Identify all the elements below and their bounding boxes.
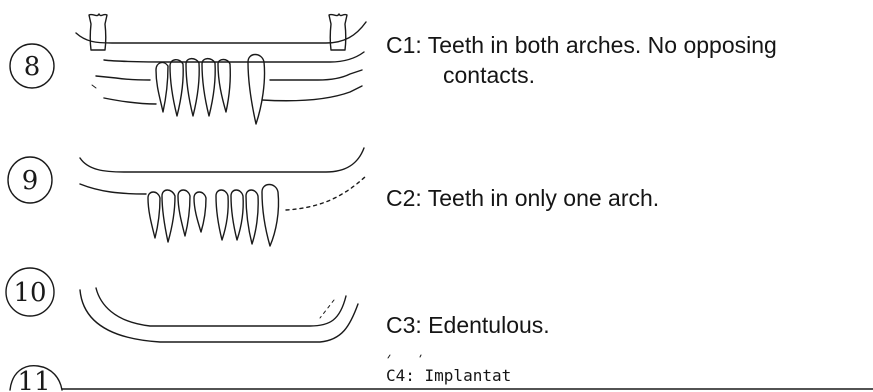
row-10-number: 10: [13, 278, 46, 308]
row-11-caption: C4: Implantat: [386, 366, 866, 386]
row-9-number-circle: 9: [8, 157, 52, 203]
row-9-arch-sketch: [80, 148, 366, 246]
row-8-number: 8: [24, 52, 41, 82]
row-11-caption-line-1: C4: Implantat: [386, 366, 511, 385]
row-8-group: 8: [10, 14, 366, 124]
row-8-caption: C1: Teeth in both arches. No opposing co…: [386, 30, 866, 90]
row-10-number-circle: 10: [6, 268, 54, 316]
row-8-arch-sketch: [76, 14, 366, 124]
row-11-number: 11: [17, 367, 50, 392]
row-8-number-circle: 8: [10, 44, 54, 88]
row-10-caption: C3: Edentulous.: [386, 310, 866, 340]
row-9-caption: C2: Teeth in only one arch.: [386, 183, 866, 213]
row-9-group: 9: [8, 148, 366, 246]
row-8-caption-line-1: C1: Teeth in both arches. No opposing: [386, 32, 777, 58]
row-9-number: 9: [22, 166, 39, 196]
implant-marks: [388, 355, 421, 358]
row-10-group: 10: [6, 268, 358, 342]
row-10-arch-sketch: [80, 288, 358, 342]
row-8-caption-line-2: contacts.: [386, 60, 866, 90]
row-11-number-circle: 11: [10, 366, 62, 392]
row-9-caption-line-1: C2: Teeth in only one arch.: [386, 185, 659, 211]
row-10-caption-line-1: C3: Edentulous.: [386, 312, 550, 338]
